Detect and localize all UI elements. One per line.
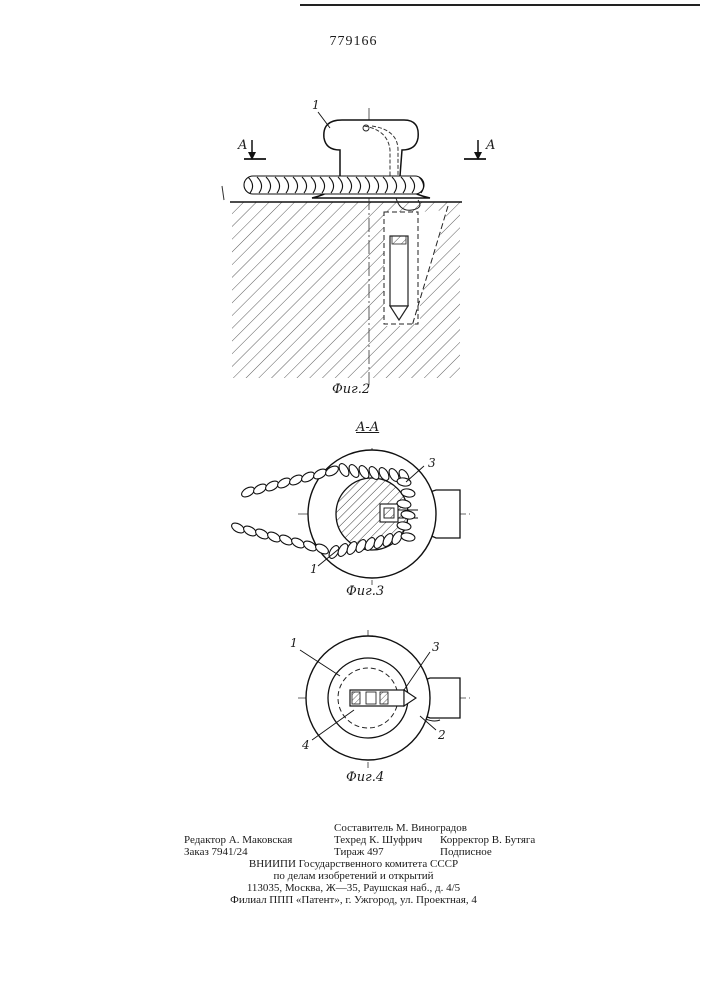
colophon-compiler: Составитель М. Виноградов: [334, 822, 467, 834]
colophon-circulation: Тираж 497: [334, 846, 384, 858]
fig4-label-3: 3: [432, 640, 440, 654]
fig4-label-4: 4: [302, 738, 310, 752]
colophon-org-line1: ВНИИПИ Государственного комитета СССР: [0, 858, 707, 870]
colophon-org-line2: по делам изобретений и открытий: [0, 870, 707, 882]
fig4-label-2: 2: [438, 728, 446, 742]
colophon-order: Заказ 7941/24: [184, 846, 248, 858]
fig4-caption: Фиг.4: [346, 770, 384, 785]
colophon-corrector: Корректор В. Бутяга: [440, 834, 535, 846]
colophon-editor: Редактор А. Маковская: [184, 834, 292, 846]
fig4-label-1: 1: [290, 636, 298, 650]
colophon-branch: Филиал ППП «Патент», г. Ужгород, ул. Про…: [0, 894, 707, 906]
colophon-techred: Техред К. Шуфрич: [334, 834, 422, 846]
colophon-address: 113035, Москва, Ж—35, Раушская наб., д. …: [0, 882, 707, 894]
colophon-subscription: Подписное: [440, 846, 492, 858]
